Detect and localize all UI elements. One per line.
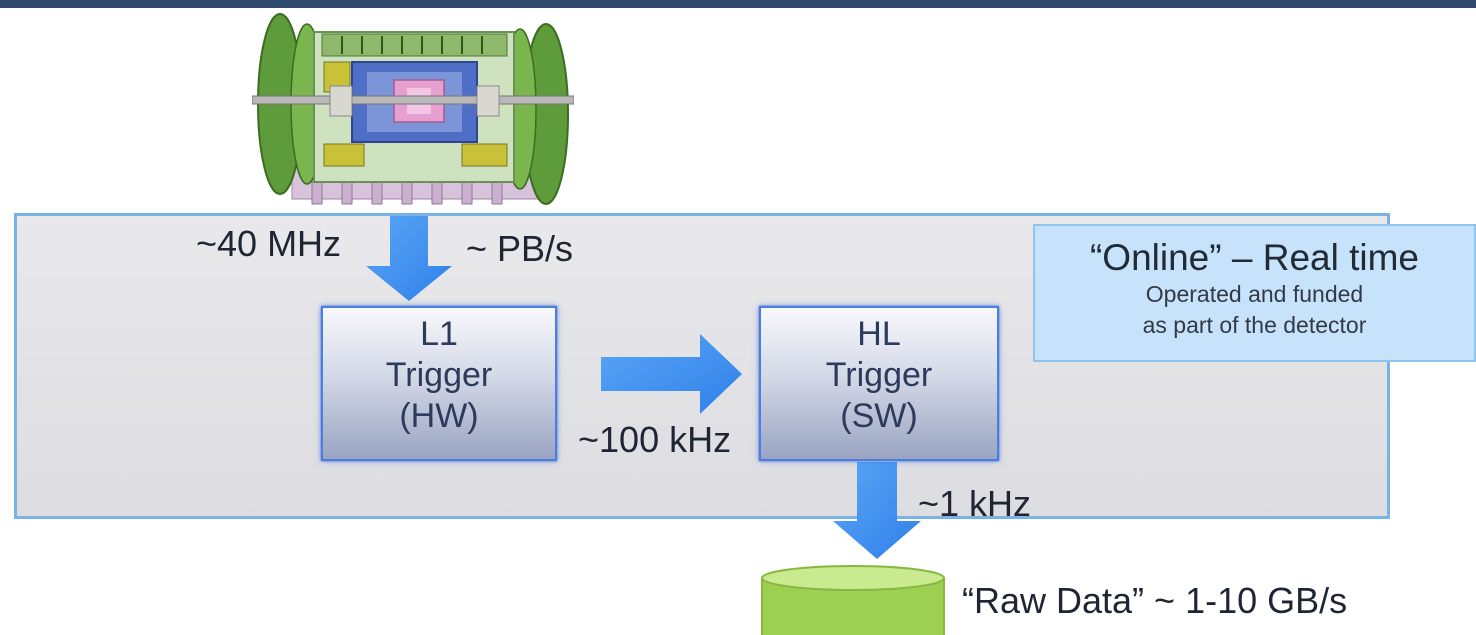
hl-output-rate-label: ~1 kHz (918, 483, 1032, 524)
hl-trigger-box: HL Trigger (SW) (759, 306, 999, 461)
arrow-hl-to-storage (833, 462, 921, 559)
hl-trigger-subtitle: Trigger (825, 356, 933, 394)
l1-output-rate-label: ~100 kHz (578, 419, 732, 460)
atlas-detector-icon (252, 13, 574, 205)
raw-data-label: “Raw Data” ~ 1-10 GB/s (962, 580, 1348, 621)
online-note-line-2: as part of the detector (1142, 312, 1367, 338)
arrow-l1-to-hl (601, 334, 742, 414)
collision-rate-label: ~40 MHz (196, 223, 342, 264)
online-title: “Online” – Real time (1089, 237, 1419, 278)
raw-bandwidth-label: ~ PB/s (466, 228, 574, 269)
header-bar (0, 0, 1476, 8)
arrow-detector-to-l1 (366, 216, 452, 301)
l1-trigger-subtitle: Trigger (385, 356, 493, 394)
disk-storage-icon (761, 565, 945, 635)
hl-trigger-type: (SW) (840, 397, 918, 435)
l1-trigger-type: (HW) (399, 397, 479, 435)
l1-trigger-box: L1 Trigger (HW) (321, 306, 557, 461)
l1-trigger-title: L1 (420, 315, 458, 353)
online-callout: “Online” – Real time Operated and funded… (1033, 224, 1476, 362)
hl-trigger-title: HL (857, 315, 901, 353)
online-note-line-1: Operated and funded (1145, 281, 1364, 307)
